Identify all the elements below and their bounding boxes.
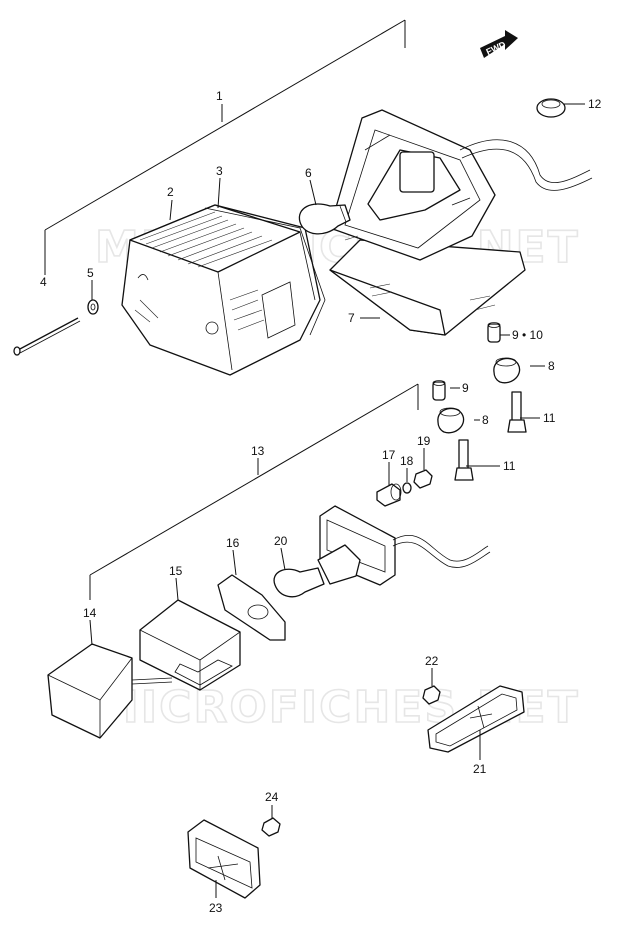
- callout-16: 16: [226, 536, 240, 550]
- callout-4: 4: [40, 275, 47, 289]
- callout-9: 9: [462, 381, 469, 395]
- callout-1: 1: [216, 89, 223, 103]
- spacer-9: [432, 380, 446, 401]
- callout-9-10: 9 • 10: [512, 328, 543, 342]
- nut-19: [413, 469, 433, 489]
- callout-17: 17: [382, 448, 396, 462]
- callout-labels: 1 2 3 4 5 6 7 8 8 9 • 10 9 11 11 12 13 1…: [40, 89, 602, 915]
- bolt-11-lower: [454, 439, 474, 481]
- bracket-15: [139, 599, 241, 691]
- callout-21: 21: [473, 762, 487, 776]
- assembly-13-bracket: [89, 383, 419, 600]
- callout-18: 18: [400, 454, 414, 468]
- callout-19: 19: [417, 434, 431, 448]
- grommet-12: [536, 98, 566, 118]
- callout-20: 20: [274, 534, 288, 548]
- callout-3: 3: [216, 164, 223, 178]
- tail-lamp-lens: [121, 204, 326, 376]
- callout-2: 2: [167, 185, 174, 199]
- reflector-21: [427, 685, 525, 753]
- lens-14: [47, 643, 173, 739]
- nut-22: [422, 685, 441, 705]
- lamp-base-7: [329, 109, 593, 336]
- fwd-arrow-icon: FWD: [480, 30, 518, 58]
- grommet-8-upper: [493, 357, 521, 384]
- bolt-11-upper: [507, 391, 527, 433]
- callout-23: 23: [209, 901, 223, 915]
- grommet-8-lower: [437, 407, 465, 434]
- callout-12: 12: [588, 97, 602, 111]
- callout-7: 7: [348, 311, 355, 325]
- gasket-16: [217, 574, 286, 641]
- callout-8-lower: 8: [482, 413, 489, 427]
- nut-24: [261, 817, 281, 837]
- reflector-23: [187, 819, 261, 899]
- leader-lines: [89, 103, 585, 898]
- callout-24: 24: [265, 790, 279, 804]
- callout-11-lower: 11: [503, 459, 516, 473]
- washer-18: [402, 482, 412, 494]
- callout-6: 6: [305, 166, 312, 180]
- assembly-1-bracket: [44, 19, 406, 275]
- callout-22: 22: [425, 654, 439, 668]
- callout-5: 5: [87, 266, 94, 280]
- screw-4: [13, 317, 81, 356]
- bulb-6: [298, 203, 351, 235]
- callout-15: 15: [169, 564, 183, 578]
- callout-13: 13: [251, 444, 265, 458]
- socket-17: [376, 483, 402, 507]
- bulb-20: [273, 544, 361, 598]
- callout-8-upper: 8: [548, 359, 555, 373]
- spacer-9-10: [487, 322, 501, 343]
- washer-5: [87, 299, 99, 315]
- callout-11-upper: 11: [543, 411, 556, 425]
- callout-14: 14: [83, 606, 97, 620]
